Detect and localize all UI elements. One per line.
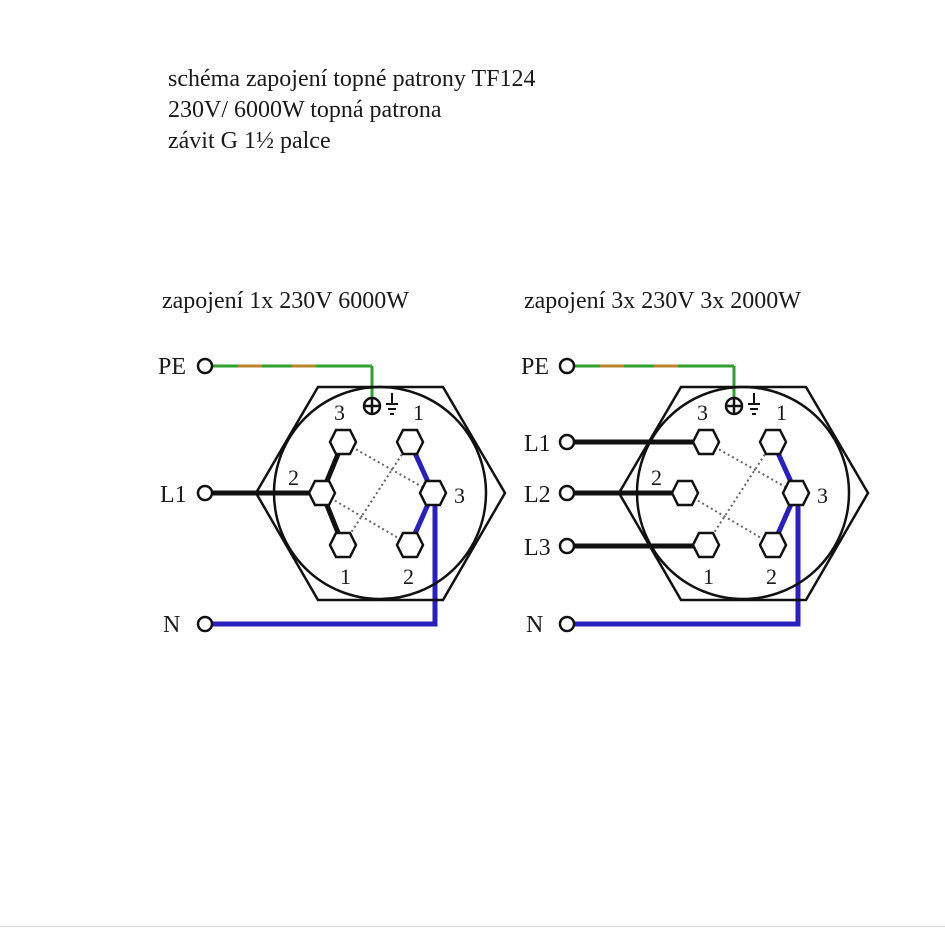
terminal-label-l3: L3 (524, 535, 551, 561)
hex-number: 3 (697, 400, 708, 425)
terminal-l2 (558, 484, 576, 502)
terminal-label-pe: PE (158, 354, 186, 380)
terminal-post (781, 479, 811, 507)
terminal-l3 (558, 537, 576, 555)
hex-number: 3 (454, 483, 465, 508)
diagram-title: zapojení 1x 230V 6000W (162, 288, 409, 314)
terminal-label-l2: L2 (524, 482, 551, 508)
terminal-post (418, 479, 448, 507)
terminal-n (196, 615, 214, 633)
terminal-numbers: 3 1 2 3 1 2 (651, 400, 828, 589)
hex-number: 3 (334, 400, 345, 425)
terminal-post (395, 531, 425, 559)
terminal-post (691, 531, 721, 559)
hex-number: 1 (413, 400, 424, 425)
earth-symbol-icon (724, 393, 760, 416)
terminal-pe (196, 357, 214, 375)
terminal-l1 (196, 484, 214, 502)
terminal-label-l1: L1 (524, 431, 551, 457)
terminal-posts (670, 428, 811, 559)
terminal-post (307, 479, 337, 507)
terminal-post (758, 428, 788, 456)
diagram-single-phase: zapojení 1x 230V 6000W (158, 288, 507, 638)
terminal-n (558, 615, 576, 633)
hex-number: 2 (288, 465, 299, 490)
terminal-label-n: N (526, 612, 543, 638)
hex-flange (254, 385, 507, 602)
hex-number: 2 (403, 564, 414, 589)
terminal-pe (558, 357, 576, 375)
terminal-label-n: N (163, 612, 180, 638)
terminal-post (670, 479, 700, 507)
terminal-numbers: 3 1 2 3 1 2 (288, 400, 465, 589)
terminal-post (328, 531, 358, 559)
header-title: schéma zapojení topné patrony TF124 (168, 66, 536, 92)
header-thread: závit G 1½ palce (168, 128, 331, 154)
terminal-post (758, 531, 788, 559)
terminal-post (691, 428, 721, 456)
flange-circle (272, 385, 488, 601)
n-wire (209, 504, 438, 627)
heater-coils (321, 441, 434, 546)
terminal-post (395, 428, 425, 456)
terminal-l1 (558, 433, 576, 451)
bottom-divider (0, 926, 945, 927)
terminal-label-l1: L1 (160, 482, 187, 508)
header-spec: 230V/ 6000W topná patrona (168, 97, 442, 123)
supply-terminals: PE L1 N (158, 354, 214, 638)
flange-circle (635, 385, 851, 601)
supply-terminals: PE L1 L2 L3 N (521, 354, 576, 638)
hex-number: 3 (817, 483, 828, 508)
hex-number: 2 (766, 564, 777, 589)
terminal-post (328, 428, 358, 456)
hex-number: 1 (703, 564, 714, 589)
hex-number: 1 (776, 400, 787, 425)
terminal-label-pe: PE (521, 354, 549, 380)
diagram-title: zapojení 3x 230V 3x 2000W (524, 288, 801, 314)
hex-number: 2 (651, 465, 662, 490)
hex-flange (617, 385, 870, 602)
diagram-three-phase: zapojení 3x 230V 3x 2000W (521, 288, 870, 638)
n-wire (571, 504, 801, 627)
terminal-posts (307, 428, 448, 559)
hex-number: 1 (340, 564, 351, 589)
heater-coils (684, 441, 797, 546)
earth-symbol-icon (362, 393, 398, 416)
